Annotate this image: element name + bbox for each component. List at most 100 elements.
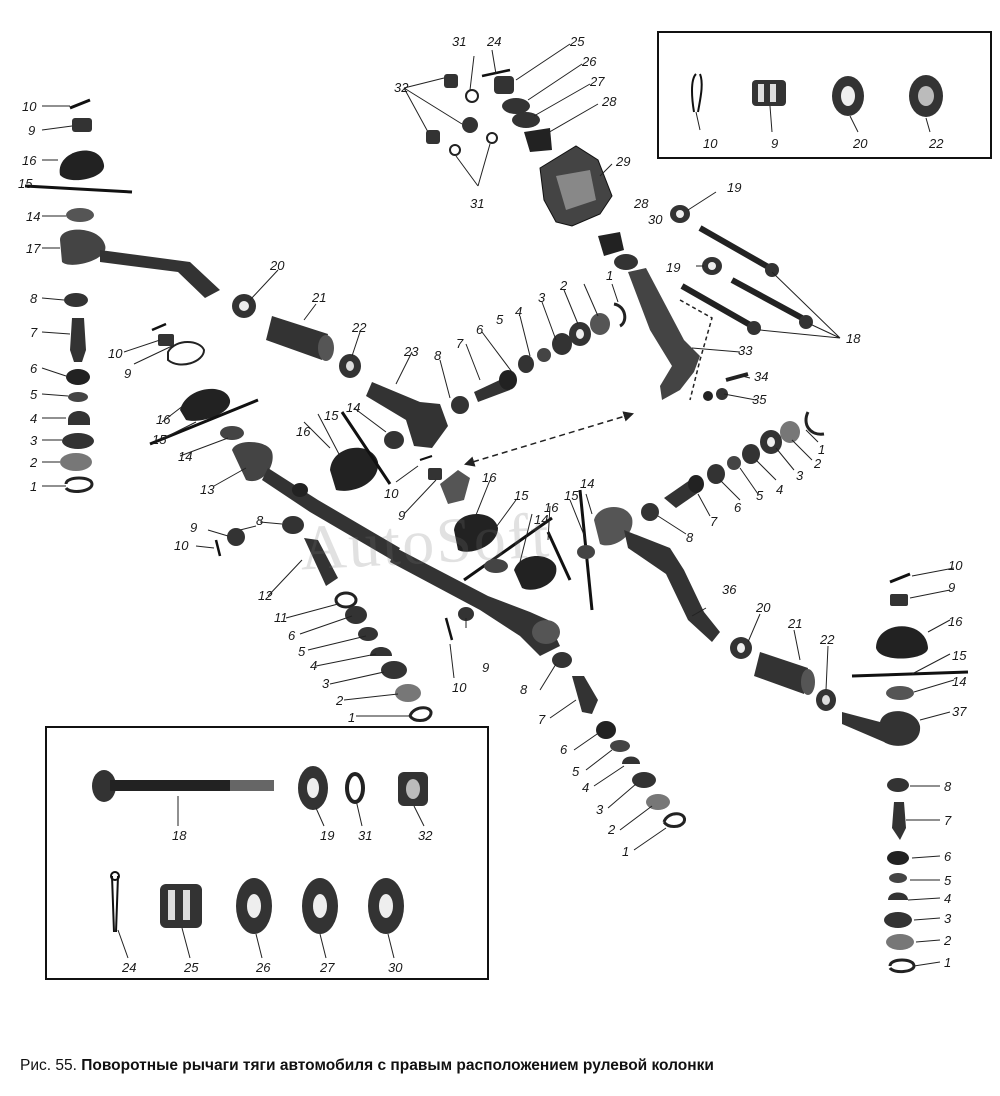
svg-text:31: 31 [470, 196, 484, 211]
svg-text:19: 19 [727, 180, 741, 195]
leader-lines [41, 43, 955, 967]
left-column-parts [24, 98, 220, 493]
svg-text:14: 14 [534, 512, 548, 527]
svg-text:1: 1 [944, 955, 951, 970]
svg-text:22: 22 [351, 320, 367, 335]
svg-text:3: 3 [322, 676, 330, 691]
svg-text:14: 14 [580, 476, 594, 491]
svg-text:5: 5 [30, 387, 38, 402]
svg-text:9: 9 [190, 520, 197, 535]
svg-text:14: 14 [178, 449, 192, 464]
exploded-diagram: 10 9 20 22 18 19 31 32 24 25 26 27 30 10… [18, 31, 992, 980]
washer-part [832, 76, 864, 116]
svg-text:4: 4 [310, 658, 317, 673]
svg-text:1: 1 [818, 442, 825, 457]
svg-text:9: 9 [124, 366, 131, 381]
bolt-part [92, 770, 274, 802]
svg-text:10: 10 [174, 538, 189, 553]
svg-text:16: 16 [296, 424, 311, 439]
svg-text:7: 7 [944, 813, 952, 828]
svg-text:17: 17 [26, 241, 41, 256]
svg-text:3: 3 [944, 911, 952, 926]
svg-text:27: 27 [319, 960, 335, 975]
svg-text:20: 20 [755, 600, 771, 615]
svg-text:6: 6 [288, 628, 296, 643]
svg-text:36: 36 [722, 582, 737, 597]
svg-text:12: 12 [258, 588, 273, 603]
svg-text:4: 4 [30, 411, 37, 426]
svg-text:25: 25 [183, 960, 199, 975]
center-upper-parts [232, 294, 627, 448]
svg-text:15: 15 [152, 432, 167, 447]
figure-caption: Рис. 55. Поворотные рычаги тяги автомоби… [20, 1057, 985, 1075]
figure-title: Поворотные рычаги тяги автомобиля с прав… [81, 1057, 714, 1074]
svg-text:4: 4 [515, 304, 522, 319]
svg-text:3: 3 [596, 802, 604, 817]
svg-text:3: 3 [796, 468, 804, 483]
svg-text:5: 5 [756, 488, 764, 503]
svg-text:18: 18 [846, 331, 861, 346]
svg-text:25: 25 [569, 34, 585, 49]
svg-text:15: 15 [18, 176, 33, 191]
svg-text:9: 9 [948, 580, 955, 595]
svg-text:24: 24 [121, 960, 136, 975]
svg-text:2: 2 [335, 693, 344, 708]
svg-text:14: 14 [26, 209, 40, 224]
svg-text:33: 33 [738, 343, 753, 358]
castle-nut-part [160, 884, 202, 928]
svg-text:15: 15 [514, 488, 529, 503]
svg-text:16: 16 [22, 153, 37, 168]
svg-text:5: 5 [298, 644, 306, 659]
svg-text:2: 2 [943, 933, 952, 948]
svg-text:6: 6 [30, 361, 38, 376]
dashed-arrow [463, 411, 635, 467]
svg-text:6: 6 [560, 742, 568, 757]
washer-part [298, 766, 328, 810]
washer-part [368, 878, 404, 934]
middle-parts [330, 411, 595, 656]
svg-text:27: 27 [589, 74, 605, 89]
svg-text:16: 16 [156, 412, 171, 427]
svg-text:8: 8 [434, 348, 442, 363]
svg-text:10: 10 [452, 680, 467, 695]
nut-part [909, 75, 943, 117]
svg-text:6: 6 [476, 322, 484, 337]
svg-text:1: 1 [606, 268, 613, 283]
svg-text:34: 34 [754, 369, 768, 384]
svg-text:9: 9 [771, 136, 778, 151]
washer-part [236, 878, 272, 934]
svg-text:5: 5 [944, 873, 952, 888]
svg-text:15: 15 [324, 408, 339, 423]
svg-text:8: 8 [944, 779, 952, 794]
svg-text:10: 10 [703, 136, 718, 151]
svg-text:16: 16 [482, 470, 497, 485]
svg-text:7: 7 [710, 514, 718, 529]
svg-text:4: 4 [944, 891, 951, 906]
svg-text:31: 31 [452, 34, 466, 49]
washer-part [302, 878, 338, 934]
svg-text:15: 15 [952, 648, 967, 663]
svg-text:24: 24 [486, 34, 501, 49]
svg-text:5: 5 [572, 764, 580, 779]
svg-text:10: 10 [384, 486, 399, 501]
svg-text:6: 6 [944, 849, 952, 864]
svg-text:20: 20 [269, 258, 285, 273]
svg-text:28: 28 [633, 196, 649, 211]
svg-text:26: 26 [581, 54, 597, 69]
middle-left-parts [149, 322, 433, 722]
svg-text:19: 19 [320, 828, 334, 843]
svg-text:1: 1 [348, 710, 355, 725]
svg-text:5: 5 [496, 312, 504, 327]
svg-text:9: 9 [398, 508, 405, 523]
svg-text:18: 18 [172, 828, 187, 843]
svg-text:2: 2 [29, 455, 38, 470]
svg-text:2: 2 [559, 278, 568, 293]
svg-text:8: 8 [520, 682, 528, 697]
svg-text:22: 22 [819, 632, 835, 647]
svg-text:21: 21 [787, 616, 802, 631]
part-labels: 10 9 20 22 18 19 31 32 24 25 26 27 30 10… [18, 34, 967, 975]
svg-text:8: 8 [686, 530, 694, 545]
svg-text:2: 2 [813, 456, 822, 471]
svg-text:7: 7 [538, 712, 546, 727]
svg-text:13: 13 [200, 482, 215, 497]
